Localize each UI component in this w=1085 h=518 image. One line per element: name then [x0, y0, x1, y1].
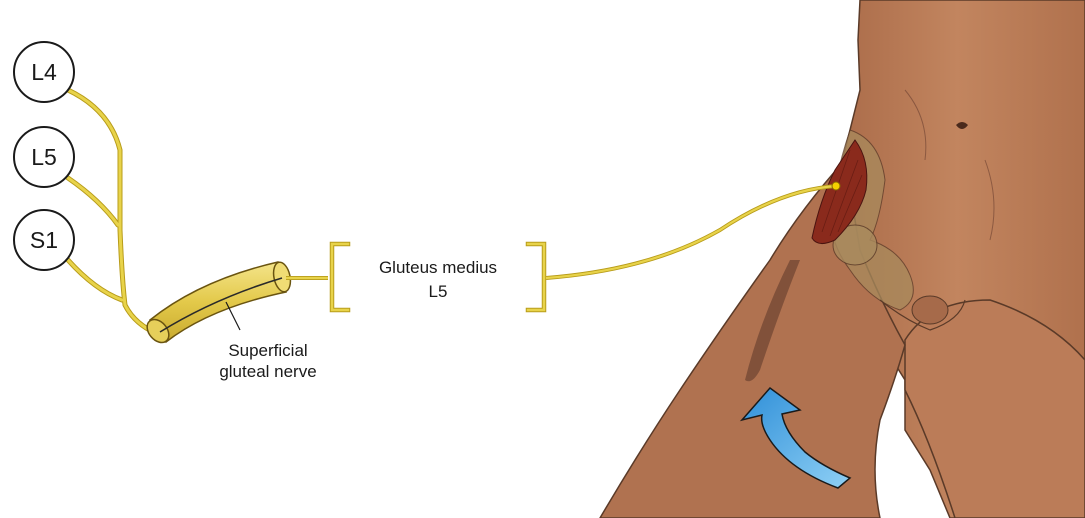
root-label-l5: L5 [31, 144, 57, 170]
dot-icon [832, 182, 840, 190]
root-label-l4: L4 [31, 59, 57, 85]
nerve-name-line2: gluteal nerve [219, 362, 316, 381]
nerve-roots [68, 90, 160, 335]
superficial-gluteal-nerve-tube [143, 261, 328, 347]
root-label-s1: S1 [30, 227, 58, 253]
nerve-name-line1: Superficial [228, 341, 307, 360]
genital-region [912, 296, 948, 324]
body-illustration [600, 0, 1085, 518]
muscle-name: Gluteus medius [379, 258, 497, 277]
root-l4: L4 [14, 42, 74, 102]
root-l5: L5 [14, 127, 74, 187]
muscle-root: L5 [429, 282, 448, 301]
root-s1: S1 [14, 210, 74, 270]
